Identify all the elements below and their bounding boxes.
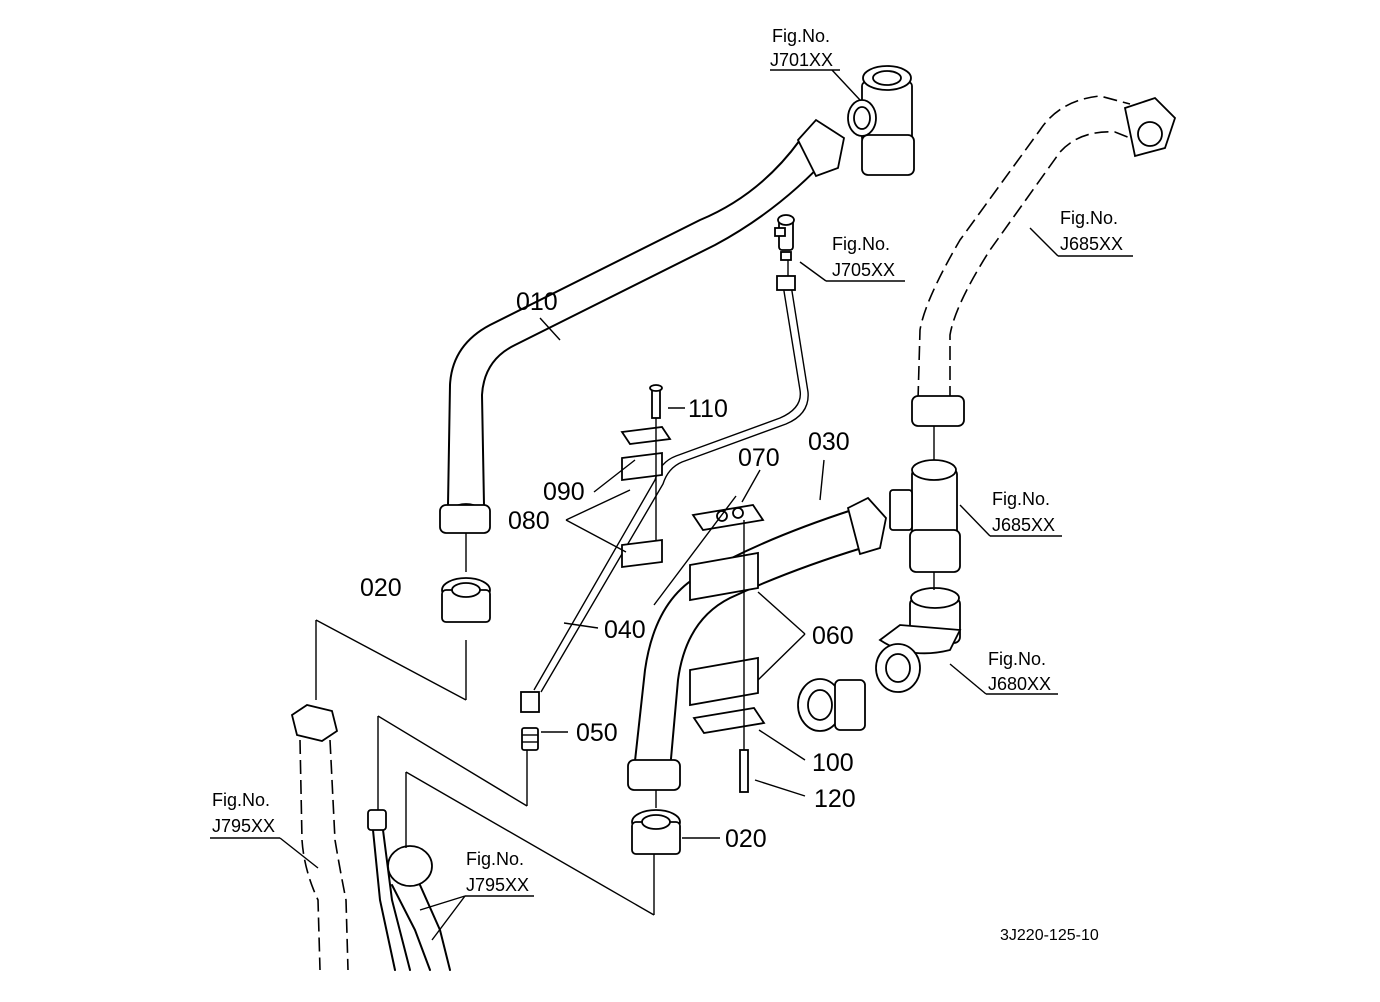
fig-ref-j795-left: J795XX [212,816,275,836]
pipe-010[interactable] [439,118,846,534]
fig-ref-j795-right: J795XX [466,875,529,895]
label-020-lower: 020 [725,825,767,853]
clamp-set-lower[interactable] [689,504,766,793]
clamp-set-upper[interactable] [620,384,672,569]
fig-ref-j685-top: J685XX [1060,234,1123,254]
fig-label-j680: Fig.No. [988,649,1046,669]
label-110: 110 [688,395,728,423]
fig-label-j685-mid: Fig.No. [992,489,1050,509]
fig-label-j795-left: Fig.No. [212,790,270,810]
fig-label-j705: Fig.No. [832,234,890,254]
pipe-j685[interactable] [911,95,1177,427]
leader-lines [210,69,1133,941]
pipe-j795-right[interactable] [367,809,451,971]
label-040: 040 [604,616,646,644]
fig-ref-j705: J705XX [832,260,895,280]
adapter-fitting[interactable] [797,678,866,732]
fitting-020-lower[interactable] [631,809,681,855]
label-030: 030 [808,428,850,456]
connector-050[interactable] [521,727,539,751]
fig-label-j795-right: Fig.No. [466,849,524,869]
fig-ref-j685-mid: J685XX [992,515,1055,535]
connection-lines [315,260,935,916]
elbow-fitting-j680[interactable] [875,587,962,693]
label-020-upper: 020 [360,574,402,602]
fig-ref-j701: J701XX [770,50,833,70]
label-120: 120 [814,785,856,813]
label-010: 010 [516,288,558,316]
label-060: 060 [812,622,854,650]
label-080: 080 [508,507,550,535]
label-100: 100 [812,749,854,777]
drawing-code: 3J220-125-10 [1000,927,1099,944]
label-090: 090 [543,478,585,506]
tee-fitting-j685[interactable] [889,459,961,573]
pipe-030[interactable] [627,496,887,791]
label-070: 070 [738,444,780,472]
fitting-j705[interactable] [774,214,795,261]
fitting-020-upper[interactable] [441,577,491,623]
tee-fitting-j701[interactable] [847,65,915,176]
fig-label-j701: Fig.No. [772,26,830,46]
fig-label-j685-top: Fig.No. [1060,208,1118,228]
fig-ref-j680: J680XX [988,674,1051,694]
label-050: 050 [576,719,618,747]
pipe-j795-left[interactable] [290,704,349,971]
